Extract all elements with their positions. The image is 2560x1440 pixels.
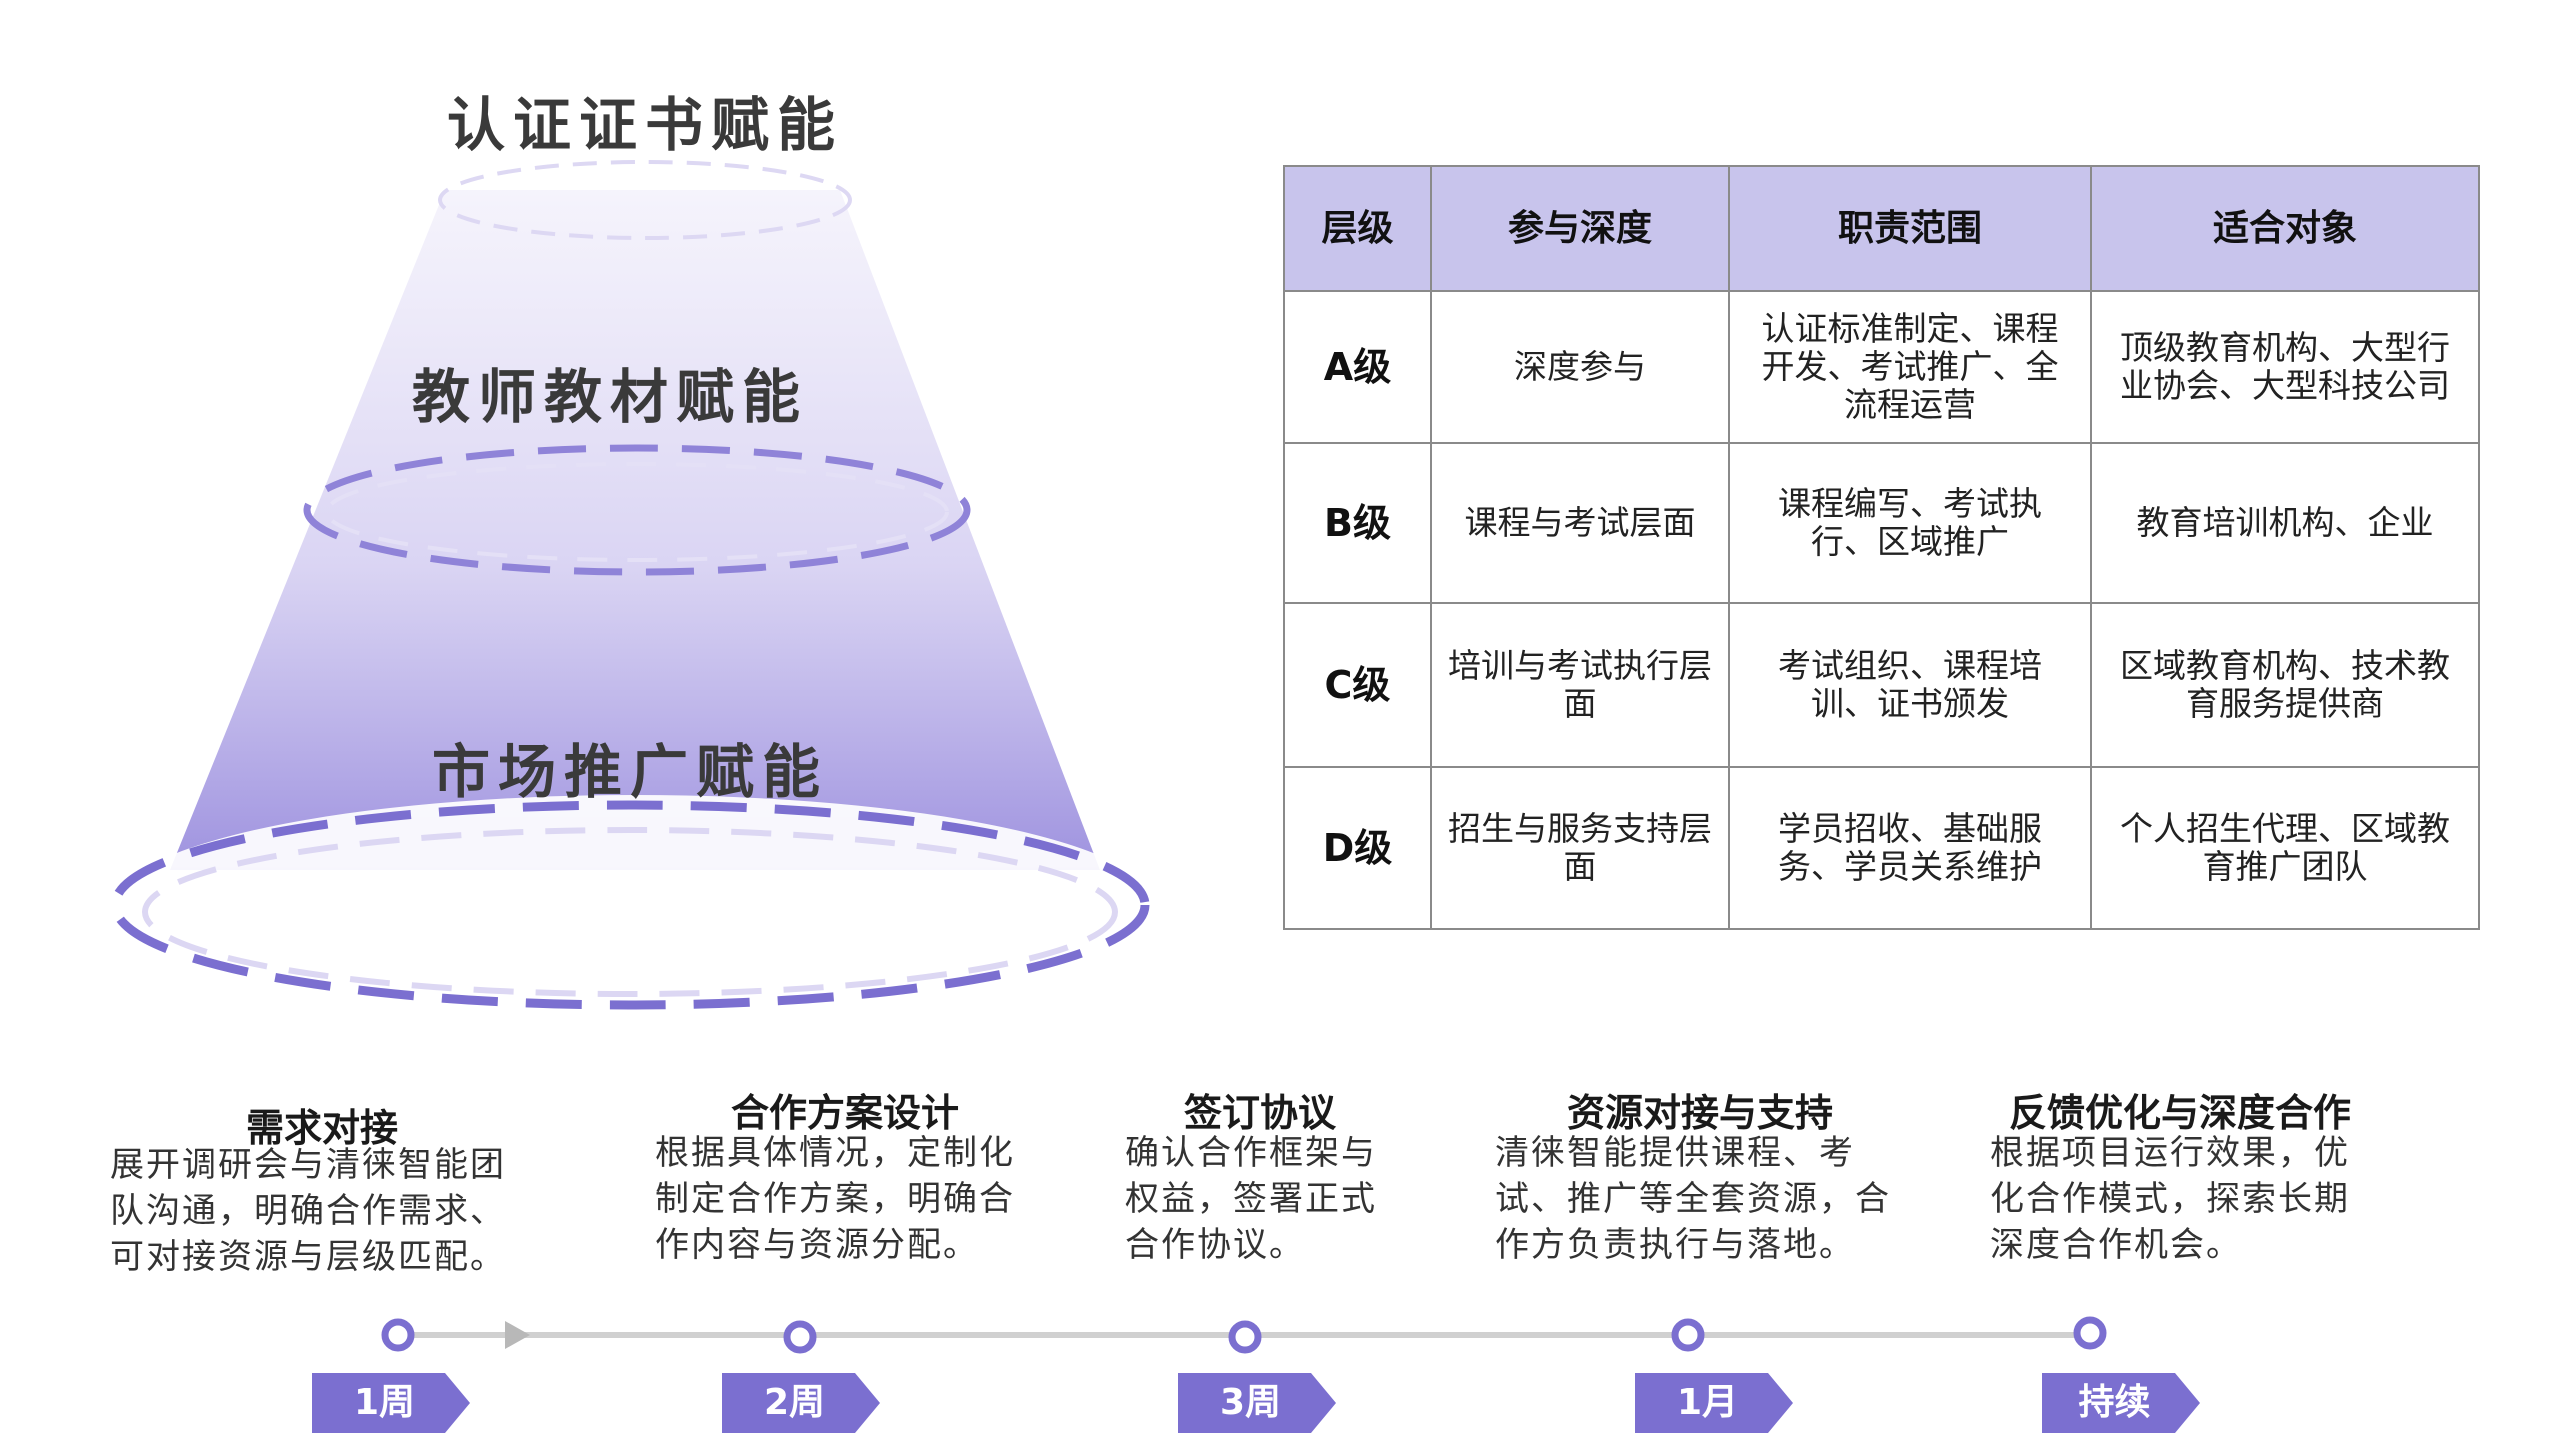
header-scope: 职责范围 (1728, 165, 2092, 292)
row-depth: 课程与考试层面 (1430, 442, 1730, 604)
funnel-base-fade (115, 795, 1155, 1015)
duration-tag-3 (1178, 1373, 1336, 1433)
funnel-level-3-label: 市场推广赋能 (431, 738, 829, 806)
funnel-level-2-label: 教师教材赋能 (411, 363, 809, 431)
row-target: 顶级教育机构、大型行业协会、大型科技公司 (2090, 290, 2480, 444)
duration-tag-2 (722, 1373, 880, 1433)
partner-tier-table: 层级 参与深度 职责范围 适合对象 A级 深度参与 认证标准制定、课程开发、考试… (1283, 165, 2480, 930)
timeline-node-4 (1671, 1318, 1705, 1352)
row-depth: 培训与考试执行层面 (1430, 602, 1730, 768)
step-description: 展开调研会与清徕智能团队沟通，明确合作需求、可对接资源与层级匹配。 (110, 1145, 506, 1277)
timeline-node-2 (783, 1320, 817, 1354)
row-scope: 认证标准制定、课程开发、考试推广、全流程运营 (1728, 290, 2092, 444)
step-title: 资源对接与支持 (1566, 1091, 1834, 1135)
timeline-arrow (505, 1321, 530, 1349)
funnel-ring-bottom (110, 800, 1150, 1010)
empowerment-funnel: 认证证书赋能 教师教材赋能 市场推广赋能 (0, 0, 1240, 1060)
row-target: 教育培训机构、企业 (2090, 442, 2480, 604)
step-description: 清徕智能提供课程、考试、推广等全套资源，合作方负责执行与落地。 (1495, 1133, 1891, 1265)
row-depth: 招生与服务支持层面 (1430, 766, 1730, 930)
duration-label: 3周 (1219, 1382, 1282, 1423)
duration-label: 1月 (1676, 1382, 1739, 1423)
table-header-row: 层级 参与深度 职责范围 适合对象 (1283, 165, 2480, 292)
funnel-level-1-label: 认证证书赋能 (446, 91, 844, 159)
table-row: D级 招生与服务支持层面 学员招收、基础服务、学员关系维护 个人招生代理、区域教… (1283, 766, 2480, 930)
table-row: B级 课程与考试层面 课程编写、考试执行、区域推广 教育培训机构、企业 (1283, 442, 2480, 604)
step-title: 签订协议 (1183, 1091, 1337, 1135)
table-row: C级 培训与考试执行层面 考试组织、课程培训、证书颁发 区域教育机构、技术教育服… (1283, 602, 2480, 768)
funnel-ring-top-back (438, 160, 852, 240)
row-scope: 课程编写、考试执行、区域推广 (1728, 442, 2092, 604)
funnel-graphic (110, 160, 1155, 1015)
timeline-node-3 (1228, 1320, 1262, 1354)
step-title: 需求对接 (245, 1106, 399, 1150)
header-depth: 参与深度 (1430, 165, 1730, 292)
header-level: 层级 (1283, 165, 1432, 292)
table-row: A级 深度参与 认证标准制定、课程开发、考试推广、全流程运营 顶级教育机构、大型… (1283, 290, 2480, 444)
step-title: 合作方案设计 (730, 1091, 960, 1135)
row-scope: 考试组织、课程培训、证书颁发 (1728, 602, 2092, 768)
duration-label: 持续 (2078, 1382, 2151, 1423)
duration-tag-1 (312, 1373, 470, 1433)
funnel-ring-middle (303, 444, 971, 576)
row-level: B级 (1283, 442, 1432, 604)
step-description: 确认合作框架与权益，签署正式合作协议。 (1125, 1133, 1377, 1265)
funnel-ring-middle-inner (325, 462, 949, 562)
step-description: 根据项目运行效果，优化合作模式，探索长期深度合作机会。 (1990, 1133, 2350, 1265)
funnel-ring-bottom-inner (142, 827, 1118, 997)
timeline-track (312, 1316, 2200, 1433)
timeline-node-1 (381, 1318, 415, 1352)
row-scope: 学员招收、基础服务、学员关系维护 (1728, 766, 2092, 930)
funnel-cone (170, 190, 1100, 870)
duration-label: 2周 (763, 1382, 826, 1423)
step-description: 根据具体情况，定制化制定合作方案，明确合作内容与资源分配。 (655, 1133, 1015, 1265)
row-target: 个人招生代理、区域教育推广团队 (2090, 766, 2480, 930)
step-title: 反馈优化与深度合作 (2008, 1091, 2352, 1135)
row-target: 区域教育机构、技术教育服务提供商 (2090, 602, 2480, 768)
timeline-node-5 (2073, 1316, 2107, 1350)
duration-tag-5 (2042, 1373, 2200, 1433)
row-level: A级 (1283, 290, 1432, 444)
row-level: D级 (1283, 766, 1432, 930)
row-level: C级 (1283, 602, 1432, 768)
duration-tag-4 (1635, 1373, 1793, 1433)
row-depth: 深度参与 (1430, 290, 1730, 444)
duration-label: 1周 (353, 1382, 416, 1423)
header-target: 适合对象 (2090, 165, 2480, 292)
